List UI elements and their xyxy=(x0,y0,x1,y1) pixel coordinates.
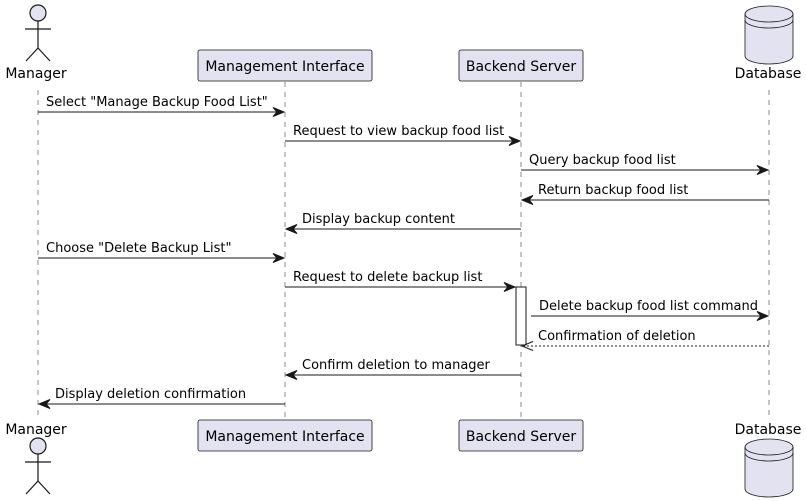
message-4: Return backup food list xyxy=(520,183,769,205)
message-label: Display deletion confirmation xyxy=(55,387,246,402)
participant-label-database-bottom: Database xyxy=(735,422,802,438)
arrowhead-icon xyxy=(272,253,286,263)
arrowhead-icon xyxy=(756,311,770,321)
message-label: Return backup food list xyxy=(538,183,688,198)
arrowhead-icon xyxy=(520,195,534,205)
database-icon-top: Database xyxy=(735,5,802,82)
message-9: Confirmation of deletion xyxy=(520,329,769,351)
arrowhead-icon xyxy=(284,370,298,380)
participant-label-management-interface-bottom: Management Interface xyxy=(205,429,364,445)
message-label: Select "Manage Backup Food List" xyxy=(46,95,268,110)
actor-manager-top: Manager xyxy=(5,4,67,82)
arrowhead-icon xyxy=(272,107,286,117)
message-label: Request to view backup food list xyxy=(293,124,504,139)
message-2: Request to view backup food list xyxy=(285,124,522,146)
participant-label-backend-server-top: Backend Server xyxy=(466,59,576,75)
message-label: Choose "Delete Backup List" xyxy=(46,241,231,256)
actor-head-icon xyxy=(29,4,47,22)
participant-management-interface-top: Management Interface xyxy=(197,49,373,82)
participant-management-interface-bottom: Management Interface xyxy=(197,419,373,452)
message-3: Query backup food list xyxy=(521,153,770,175)
message-label: Delete backup food list command xyxy=(539,299,758,314)
message-label: Display backup content xyxy=(302,212,455,227)
database-icon-bottom: Database xyxy=(735,422,802,498)
message-label: Request to delete backup list xyxy=(293,270,482,285)
message-6: Choose "Delete Backup List" xyxy=(38,241,286,263)
message-label: Query backup food list xyxy=(529,153,676,168)
participant-label-manager-top: Manager xyxy=(5,66,67,82)
participant-backend-server-bottom: Backend Server xyxy=(458,419,584,452)
actor-head-icon xyxy=(29,437,47,455)
participant-label-backend-server-bottom: Backend Server xyxy=(466,429,576,445)
message-7: Request to delete backup list xyxy=(285,270,517,292)
message-1: Select "Manage Backup Food List" xyxy=(38,95,286,117)
activation-bar-backend-server xyxy=(515,286,527,346)
arrowhead-icon xyxy=(756,165,770,175)
arrowhead-icon xyxy=(503,282,517,292)
message-label: Confirmation of deletion xyxy=(538,329,696,344)
participant-label-management-interface-top: Management Interface xyxy=(205,59,364,75)
message-5: Display backup content xyxy=(284,212,521,234)
message-11: Display deletion confirmation xyxy=(37,387,285,409)
arrowhead-icon xyxy=(284,224,298,234)
arrowhead-icon xyxy=(37,399,51,409)
participant-label-database-top: Database xyxy=(735,66,802,82)
actor-manager-bottom: Manager xyxy=(5,422,67,495)
arrowhead-icon xyxy=(508,136,522,146)
participant-backend-server-top: Backend Server xyxy=(458,49,584,82)
message-label: Confirm deletion to manager xyxy=(302,358,491,373)
participant-label-manager-bottom: Manager xyxy=(5,422,67,438)
message-8: Delete backup food list command xyxy=(531,299,770,321)
message-10: Confirm deletion to manager xyxy=(284,358,521,380)
arrowhead-icon xyxy=(520,341,534,351)
messages-group: Select "Manage Backup Food List" Request … xyxy=(37,95,770,409)
